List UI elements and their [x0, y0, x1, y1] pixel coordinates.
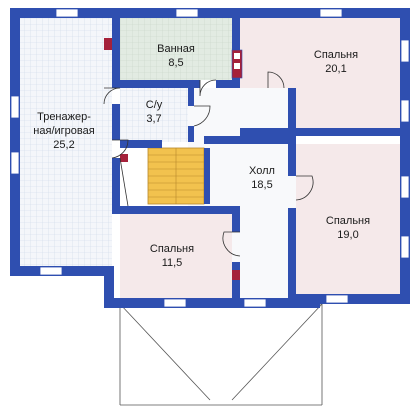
hall-floor-b: [232, 136, 296, 298]
wc-area: 3,7: [146, 113, 161, 125]
chimney: [104, 38, 243, 280]
bedroom3-floor: [120, 214, 232, 298]
bedroom1-name: Спальня: [314, 49, 358, 61]
floors: [20, 18, 400, 300]
bedroom2-area: 19,0: [337, 229, 358, 241]
windows: [10, 8, 410, 308]
gym-floor: [20, 18, 112, 266]
hall-name: Холл: [249, 165, 275, 177]
bedroom2-name: Спальня: [326, 215, 370, 227]
bath-area: 8,5: [168, 57, 183, 69]
bath-name: Ванная: [157, 43, 195, 55]
doors: [103, 71, 314, 257]
wc-name: С/у: [146, 99, 163, 111]
gym-area: 25,2: [53, 139, 74, 151]
bedroom3-name: Спальня: [150, 243, 194, 255]
staircase: [147, 147, 205, 205]
room-labels: Тренажер- ная/игровая 25,2 Ванная 8,5 Сп…: [33, 43, 370, 269]
bedroom3-area: 11,5: [162, 257, 183, 269]
gym-name-line1: Тренажер-: [37, 111, 91, 123]
hall-area: 18,5: [251, 179, 272, 191]
bath-floor: [120, 18, 232, 80]
bedroom1-area: 20,1: [325, 63, 346, 75]
gym-name-line2: ная/игровая: [33, 125, 94, 137]
terrace-outline: [104, 303, 323, 406]
wc-floor: [120, 88, 188, 142]
bedroom2-floor: [296, 144, 400, 294]
